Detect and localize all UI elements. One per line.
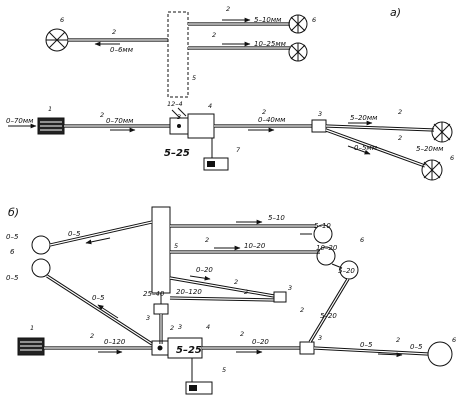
- storage-wheel-right-1: [288, 14, 308, 34]
- num-4: 4: [208, 102, 212, 110]
- num-2: 2: [398, 134, 402, 142]
- storage-wheel-bottom-2: [421, 159, 443, 181]
- num-7: 7: [236, 146, 241, 154]
- label-5-20b: 5–20: [320, 312, 337, 320]
- label-5-20: 5–20: [338, 267, 355, 275]
- control-instrument-b: [185, 381, 213, 395]
- label-12-4: 12–4: [167, 100, 183, 108]
- bin-final: [427, 341, 453, 367]
- num-2: 2: [226, 5, 230, 13]
- num-2: 2: [90, 332, 94, 340]
- num-2: 2: [100, 111, 104, 119]
- num-3: 3: [288, 284, 292, 292]
- splitter: [311, 119, 327, 133]
- num-4: 4: [206, 323, 210, 331]
- label-0-20: 0–20: [196, 266, 213, 274]
- num-2: 2: [244, 288, 248, 296]
- label-5-25: 5–25: [164, 148, 190, 159]
- num-6: 6: [452, 336, 456, 344]
- label-0-5: 0–5: [68, 230, 81, 238]
- bin-right-3: [339, 260, 359, 280]
- label-0-5: 0–5: [92, 294, 105, 302]
- panel-b: б) 5 0–5 6 0–5 0–5 5–10 10–20 2 5–10 10–…: [6, 206, 456, 395]
- num-2: 2: [112, 28, 116, 36]
- label-10-20b: 10–20: [316, 244, 338, 252]
- feed-hopper-b: [17, 337, 45, 356]
- bin-left-top: [31, 235, 51, 255]
- bin-right-1: [313, 224, 333, 244]
- storage-wheel-top-left: [45, 28, 69, 52]
- label-10-20: 10–20: [244, 242, 266, 250]
- bin-left-bottom: [31, 258, 51, 278]
- label-5-10b: 5–10: [314, 222, 331, 230]
- label-0-40: 0–40мм: [258, 116, 286, 124]
- num-2: 2: [234, 278, 238, 286]
- num-2: 2: [300, 306, 304, 314]
- num-5: 5: [174, 242, 178, 250]
- label-20-120: 20–120: [176, 288, 202, 296]
- num-2: 2: [396, 336, 400, 344]
- label-0-5: 0–5: [6, 274, 19, 282]
- small-device: [273, 291, 287, 303]
- feed-hopper: [37, 117, 65, 135]
- num-3: 3: [177, 113, 181, 121]
- num-2: 2: [170, 324, 174, 332]
- feeder: [153, 303, 169, 315]
- num-6: 6: [360, 236, 364, 244]
- label-0-120: 0–120: [104, 338, 126, 346]
- num-1: 1: [48, 105, 52, 113]
- label-0-70: 0–70мм: [106, 117, 134, 125]
- bin-right-2: [316, 246, 336, 266]
- num-6: 6: [60, 16, 64, 24]
- label-5-20: 5–20мм: [350, 114, 378, 122]
- label-0-5: 0–5: [6, 233, 19, 241]
- separator-unit: [169, 107, 215, 139]
- num-3: 3: [318, 110, 322, 118]
- label-5-10: 5–10мм: [254, 16, 282, 24]
- dashed-distribution-box: [167, 11, 189, 98]
- num-5: 5: [222, 366, 226, 374]
- num-2: 2: [262, 108, 266, 116]
- label-0-70-in: 0–70мм: [6, 117, 34, 125]
- num-6: 6: [450, 154, 454, 162]
- label-5-20b: 5–20мм: [416, 145, 444, 153]
- label-5-25: 5–25: [176, 345, 202, 356]
- num-6: 6: [10, 248, 15, 256]
- num-2: 2: [205, 236, 209, 244]
- label-5-10: 5–10: [268, 214, 285, 222]
- label-0-6: 0–6мм: [110, 46, 134, 54]
- label-0-5: 0–5: [360, 341, 373, 349]
- label-0-20b: 0–20: [252, 338, 269, 346]
- num-3: 3: [318, 334, 322, 342]
- panel-a: а) 6 2 0–6мм 5 2 2 5–10мм 10–25мм: [6, 5, 454, 181]
- storage-tower: [151, 206, 171, 294]
- storage-wheel-bottom-1: [431, 121, 453, 143]
- num-2: 2: [398, 108, 402, 116]
- control-instrument: [203, 157, 229, 171]
- panel-b-marker: б): [8, 206, 19, 219]
- label-25-40: 25–40: [143, 290, 165, 298]
- num-3: 3: [178, 323, 182, 331]
- storage-wheel-right-2: [288, 42, 308, 62]
- num-5: 5: [192, 74, 196, 82]
- num-2: 2: [212, 31, 216, 39]
- label-0-5: 0–5мм: [354, 144, 378, 152]
- panel-a-marker: а): [390, 6, 401, 19]
- label-10-25: 10–25мм: [254, 40, 287, 48]
- num-1: 1: [30, 324, 34, 332]
- num-2: 2: [240, 330, 244, 338]
- num-3: 3: [146, 314, 150, 322]
- splitter-b: [299, 341, 315, 355]
- num-6: 6: [312, 16, 316, 24]
- label-0-5: 0–5: [410, 343, 423, 351]
